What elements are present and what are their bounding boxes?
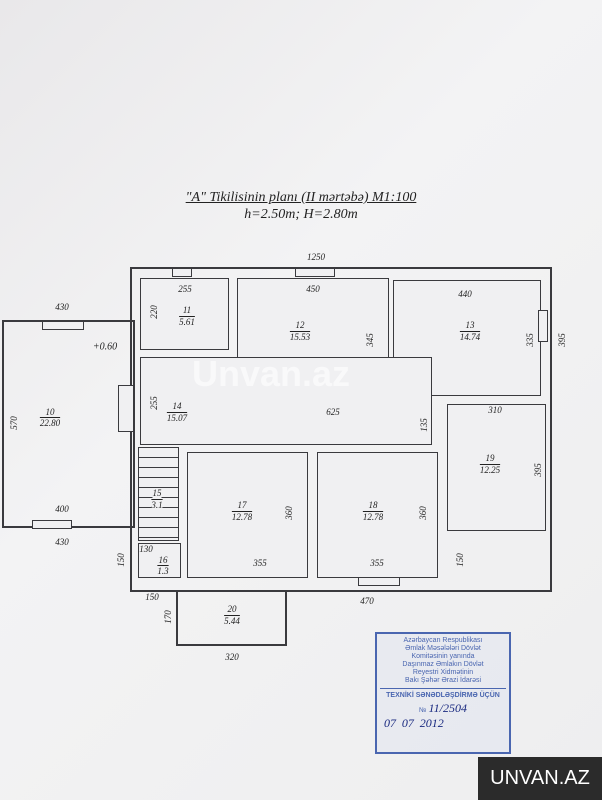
plan-heights: h=2.50m; H=2.80m bbox=[244, 207, 358, 222]
stamp-number: 11/2504 bbox=[428, 701, 467, 715]
room-11 bbox=[140, 278, 229, 350]
dim-label: 150 bbox=[116, 553, 126, 567]
room-area: 5.44 bbox=[224, 616, 240, 626]
dim-label: 440 bbox=[458, 289, 472, 299]
dim-label: 395 bbox=[533, 463, 543, 477]
room-number: 20 bbox=[227, 604, 237, 614]
dim-label: 170 bbox=[163, 610, 173, 624]
dim-label: 625 bbox=[326, 407, 340, 417]
dim-label: 430 bbox=[55, 302, 69, 312]
window bbox=[172, 268, 192, 277]
room-number: 15 bbox=[152, 488, 162, 498]
stamp-line: Daşınmaz Əmlakın Dövlət bbox=[402, 661, 484, 668]
dim-label: 1250 bbox=[307, 252, 325, 262]
dim-label: 355 bbox=[370, 558, 384, 568]
room-area: 12.78 bbox=[231, 512, 253, 522]
dim-label: 400 bbox=[55, 504, 69, 514]
room-area: 3.1 bbox=[151, 500, 163, 510]
room-area: 1.3 bbox=[157, 566, 169, 576]
stamp-number-label: № bbox=[419, 707, 427, 714]
dim-label: 255 bbox=[149, 396, 159, 410]
dim-label: 345 bbox=[365, 333, 375, 347]
room-area: 22.80 bbox=[39, 418, 61, 428]
stamp-month: 07 bbox=[401, 716, 414, 730]
room-area: 15.07 bbox=[166, 413, 188, 423]
level-mark: +0.60 bbox=[92, 341, 118, 353]
room-20 bbox=[176, 590, 287, 646]
dim-label: 335 bbox=[525, 333, 535, 347]
room-number: 17 bbox=[237, 500, 247, 510]
stamp-line: Əmlak Məsələləri Dövlət bbox=[405, 645, 481, 652]
room-number: 13 bbox=[465, 320, 475, 330]
dim-label: 220 bbox=[149, 305, 159, 319]
room-number: 11 bbox=[182, 305, 192, 315]
room-area: 14.74 bbox=[459, 332, 481, 342]
stamp-line: Reyestri Xidmətinin bbox=[412, 669, 474, 676]
dim-label: 310 bbox=[488, 405, 502, 415]
window bbox=[42, 321, 84, 330]
stamp-year: 2012 bbox=[419, 716, 444, 730]
dim-label: 395 bbox=[557, 333, 567, 347]
room-number: 12 bbox=[295, 320, 305, 330]
room-number: 14 bbox=[172, 401, 182, 411]
room-18 bbox=[317, 452, 438, 578]
chimney bbox=[118, 385, 134, 432]
site-badge: UNVAN.AZ bbox=[478, 757, 602, 800]
room-area: 5.61 bbox=[179, 317, 195, 327]
dim-label: 150 bbox=[145, 592, 159, 602]
window bbox=[32, 520, 72, 529]
dim-label: 130 bbox=[139, 544, 153, 554]
dim-label: 135 bbox=[419, 418, 429, 432]
room-area: 12.78 bbox=[362, 512, 384, 522]
dim-label: 150 bbox=[455, 553, 465, 567]
room-16 bbox=[138, 543, 181, 578]
stamp-line: Azərbaycan Respublikası bbox=[403, 637, 483, 644]
room-area: 15.53 bbox=[289, 332, 311, 342]
room-number: 16 bbox=[158, 555, 168, 565]
stamp-line: Bakı Şəhər Ərazi İdarəsi bbox=[404, 677, 482, 684]
dim-label: 320 bbox=[225, 652, 239, 662]
dim-label: 360 bbox=[284, 506, 294, 520]
dim-label: 360 bbox=[418, 506, 428, 520]
window bbox=[295, 268, 335, 277]
dim-label: 355 bbox=[253, 558, 267, 568]
watermark: Unvan.az bbox=[192, 353, 351, 394]
dim-label: 450 bbox=[306, 284, 320, 294]
room-number: 19 bbox=[485, 453, 495, 463]
window bbox=[358, 577, 400, 586]
room-number: 18 bbox=[368, 500, 378, 510]
dim-label: 470 bbox=[360, 596, 374, 606]
stamp-day: 07 bbox=[384, 716, 396, 730]
stamp-line: Komitəsinin yanında bbox=[411, 653, 475, 660]
stamp-purpose: TEXNİKİ SƏNƏDLƏŞDİRMƏ ÜÇÜN bbox=[380, 688, 506, 700]
room-19 bbox=[447, 404, 546, 531]
room-17 bbox=[187, 452, 308, 578]
room-14 bbox=[140, 357, 432, 445]
window bbox=[538, 310, 548, 342]
dim-label: 570 bbox=[9, 416, 19, 430]
room-area: 12.25 bbox=[479, 465, 501, 475]
plan-title: "A" Tikilisinin planı (II mərtəbə) M1:10… bbox=[185, 190, 417, 205]
room-number: 10 bbox=[45, 407, 55, 417]
dim-label: 255 bbox=[178, 284, 192, 294]
registry-stamp: Azərbaycan Respublikası Əmlak Məsələləri… bbox=[375, 632, 511, 754]
dim-label: 430 bbox=[55, 537, 69, 547]
